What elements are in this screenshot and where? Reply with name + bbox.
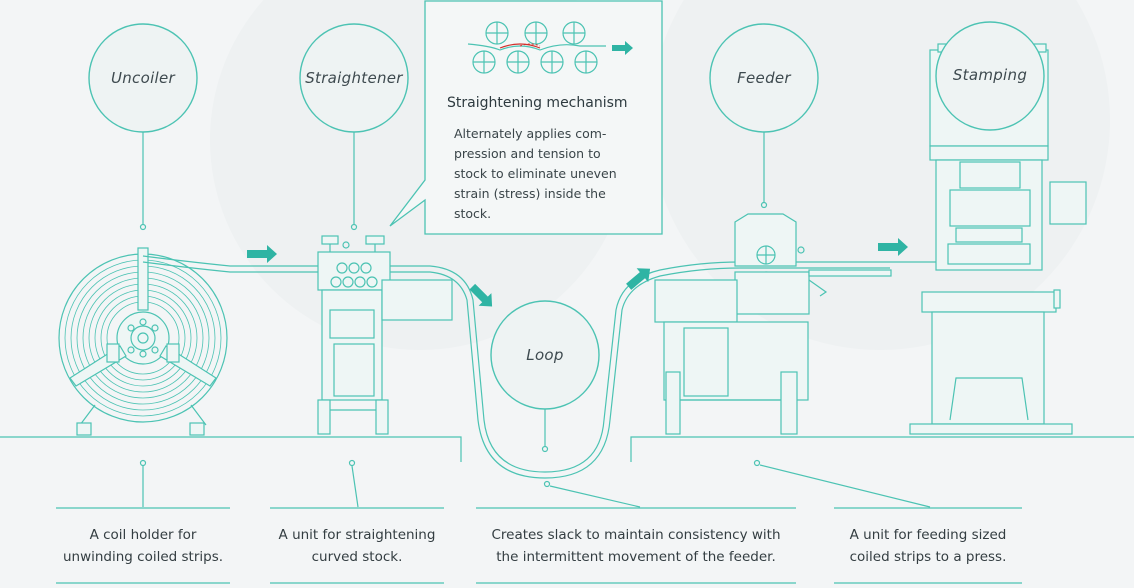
ground-left: [0, 436, 462, 462]
arrow-down-icon: [469, 283, 493, 307]
arrow-right-icon: [612, 41, 633, 55]
callout-description: Alternately applies com- pression and te…: [454, 126, 617, 221]
strip-path-inner: [142, 255, 1030, 473]
arrow-right-icon: [878, 238, 908, 256]
feeder-label: Feeder: [737, 69, 791, 87]
arrow-up-icon: [626, 268, 651, 290]
callout-box: [389, 0, 663, 235]
straightener-machine: [317, 235, 453, 435]
ground-right: [630, 436, 1134, 462]
feed-table: [808, 269, 892, 277]
callout-title: Straightening mechanism: [447, 95, 628, 111]
strip-path: [142, 261, 890, 479]
uncoiler-machine: [58, 247, 228, 436]
straightener-description: A unit for straightening curved stock.: [278, 527, 436, 565]
arrow-right-icon: [247, 245, 277, 263]
label-circles: [88, 21, 1045, 453]
description-connectors: [56, 459, 1022, 584]
straightener-label: Straightener: [305, 69, 403, 87]
feeder-description: A unit for feeding sized coiled strips t…: [849, 527, 1007, 565]
loop-label: Loop: [526, 346, 564, 364]
uncoiler-label: Uncoiler: [110, 69, 176, 87]
uncoiler-description: A coil holder for unwinding coiled strip…: [62, 527, 224, 565]
feeder-machine: [654, 213, 828, 435]
roller-illustration: [467, 21, 606, 74]
stamping-label: Stamping: [952, 66, 1028, 84]
loop-description: Creates slack to maintain consistency wi…: [491, 527, 781, 565]
